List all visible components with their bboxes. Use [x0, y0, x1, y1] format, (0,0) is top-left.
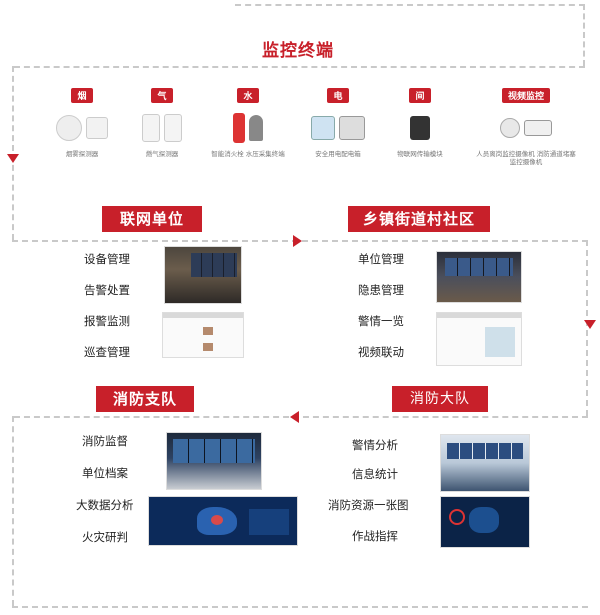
software-screenshot — [162, 312, 244, 358]
fire-detachment-title: 消防支队 — [96, 386, 194, 412]
networked-units-title: 联网单位 — [102, 206, 202, 232]
device-caption: 人员离岗监控摄像机 消防通道堵塞监控摄像机 — [476, 150, 576, 166]
flow-line-top-right-down — [583, 4, 585, 66]
fire-detachment-item: 消防监督 — [82, 434, 128, 448]
flow-line-lower — [14, 416, 588, 418]
distribution-box-icon — [339, 116, 365, 140]
networked-units-item: 告警处置 — [84, 283, 130, 297]
gas-detector-icon — [142, 114, 160, 142]
pressure-sensor-icon — [249, 115, 263, 141]
smoke-detector-icon — [86, 117, 108, 139]
device-tag: 烟 — [71, 88, 93, 103]
fire-brigade-item: 作战指挥 — [352, 529, 398, 543]
networked-units-item: 报警监测 — [84, 314, 130, 328]
big-data-dashboard — [148, 496, 298, 546]
arrow-right-icon — [293, 235, 302, 247]
device-electric: 电 安全用电配电箱 — [298, 84, 378, 158]
flow-line-top — [235, 4, 585, 6]
device-video: 视频监控 人员离岗监控摄像机 消防通道堵塞监控摄像机 — [476, 84, 576, 166]
device-caption: 物联网传输模块 — [397, 150, 443, 158]
networked-units-item: 设备管理 — [84, 252, 130, 266]
device-caption: 烟雾探测器 — [65, 150, 99, 158]
township-item: 隐患管理 — [358, 283, 404, 297]
terminal-title: 监控终端 — [262, 41, 334, 61]
networked-units-item: 巡查管理 — [84, 345, 130, 359]
flow-line-bottom — [12, 606, 588, 608]
fire-brigade-item: 信息统计 — [352, 467, 398, 481]
fire-brigade-item: 消防资源一张图 — [328, 498, 409, 512]
dome-camera-icon — [500, 118, 520, 138]
township-title: 乡镇街道村社区 — [348, 206, 490, 232]
arrow-down-icon — [7, 154, 19, 163]
smoke-detector-icon — [56, 115, 82, 141]
command-hall-photo — [166, 432, 262, 490]
township-item: 警情一览 — [358, 314, 404, 328]
arrow-down-icon — [584, 320, 596, 329]
iot-module-icon — [410, 116, 430, 140]
fire-brigade-title: 消防大队 — [392, 386, 488, 412]
device-iot: 间 物联网传输模块 — [380, 84, 460, 158]
device-water: 水 智能消火栓 水压采集终端 — [202, 84, 294, 158]
resource-map-dashboard — [440, 496, 530, 548]
control-room-photo — [164, 246, 242, 304]
device-tag: 电 — [327, 88, 349, 103]
distribution-box-icon — [311, 116, 335, 140]
township-item: 视频联动 — [358, 345, 404, 359]
device-tag: 间 — [409, 88, 431, 103]
device-tag: 水 — [237, 88, 259, 103]
device-caption: 燃气探测器 — [145, 150, 179, 158]
bullet-camera-icon — [524, 120, 552, 136]
device-tag: 视频监控 — [501, 88, 550, 103]
fire-detachment-item: 单位档案 — [82, 466, 128, 480]
flow-line-upper — [14, 66, 585, 68]
device-caption: 安全用电配电箱 — [315, 150, 361, 158]
device-tag: 气 — [151, 88, 173, 103]
device-caption: 智能消火栓 水压采集终端 — [211, 150, 285, 158]
flow-line-left-down — [12, 66, 14, 240]
flow-line-left-bottom — [12, 416, 14, 606]
fire-hydrant-icon — [233, 113, 245, 143]
fire-detachment-item: 大数据分析 — [76, 498, 134, 512]
map-screenshot — [436, 312, 522, 366]
fire-brigade-item: 警情分析 — [352, 438, 398, 452]
township-item: 单位管理 — [358, 252, 404, 266]
brigade-control-room-photo — [440, 434, 530, 492]
arrow-left-icon — [290, 411, 299, 423]
fire-detachment-item: 火灾研判 — [82, 530, 128, 544]
device-gas: 气 燃气探测器 — [122, 84, 202, 158]
gas-detector-icon — [164, 114, 182, 142]
monitoring-room-photo — [436, 251, 522, 303]
device-smoke: 烟 烟雾探测器 — [42, 84, 122, 158]
